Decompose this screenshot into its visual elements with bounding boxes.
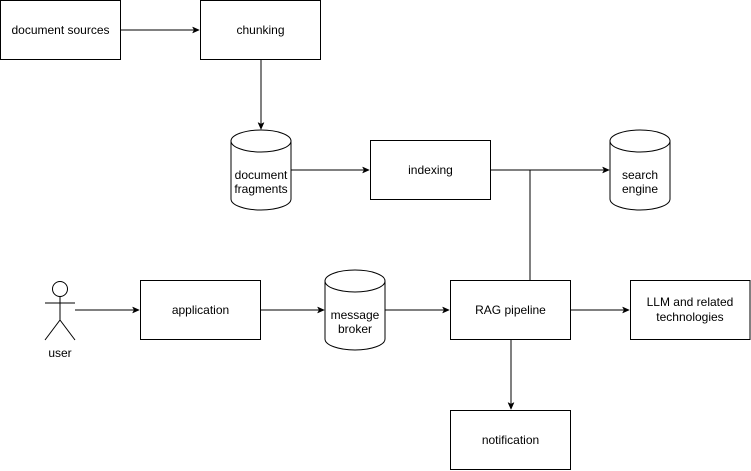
node-application: application	[140, 280, 261, 340]
node-user: user	[44, 281, 76, 360]
notification-label: notification	[482, 433, 539, 447]
document-fragments-label-line2: fragments	[234, 182, 287, 196]
llm-label-line1: LLM and related	[647, 295, 734, 309]
node-rag-pipeline: RAG pipeline	[450, 280, 571, 340]
document-sources-box	[0, 0, 121, 60]
node-notification: notification	[450, 410, 571, 470]
application-label: application	[172, 303, 229, 317]
node-chunking: chunking	[200, 0, 321, 60]
node-document-sources: document sources	[0, 0, 121, 60]
message-broker-label-line1: message	[331, 308, 380, 322]
notification-box	[450, 410, 571, 470]
indexing-box	[370, 140, 491, 200]
document-fragments-cylinder-top	[230, 140, 292, 153]
user-actor-icon	[44, 281, 76, 341]
node-llm: LLM and related technologies	[630, 280, 751, 340]
chunking-label: chunking	[236, 23, 284, 37]
message-broker-cylinder-top	[324, 280, 386, 293]
node-document-fragments: document fragments	[230, 129, 292, 211]
message-broker-label-line2: broker	[338, 322, 372, 336]
document-fragments-label-line1: document	[235, 168, 288, 182]
llm-box	[630, 280, 751, 340]
node-search-engine: search engine	[609, 129, 671, 211]
chunking-box	[200, 0, 321, 60]
node-message-broker: message broker	[324, 269, 386, 351]
user-label: user	[48, 346, 71, 360]
rag-pipeline-label: RAG pipeline	[475, 303, 546, 317]
application-box	[140, 280, 261, 340]
indexing-label: indexing	[408, 163, 453, 177]
search-engine-label-line2: engine	[622, 182, 658, 196]
rag-pipeline-box	[450, 280, 571, 340]
search-engine-label-line1: search	[622, 168, 658, 182]
search-engine-cylinder-top	[609, 140, 671, 153]
llm-label-line2: technologies	[656, 310, 723, 324]
document-sources-label: document sources	[11, 23, 109, 37]
edges	[75, 30, 629, 409]
node-indexing: indexing	[370, 140, 491, 200]
